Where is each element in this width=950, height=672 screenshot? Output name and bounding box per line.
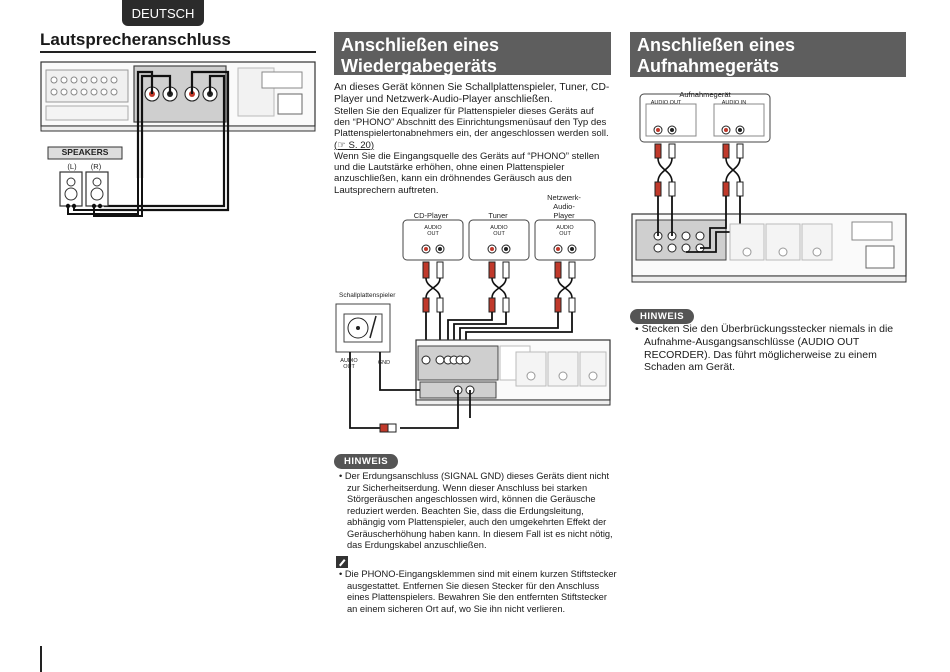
playback-title-line2: Wiedergabegeräts	[341, 56, 497, 76]
cd-audio-out-label: AUDIO OUT	[424, 225, 442, 237]
title-rule	[40, 51, 316, 53]
turntable-gnd-label: GND	[377, 360, 391, 366]
network-audio-out-label: AUDIO OUT	[556, 225, 574, 237]
recording-note-item: • Stecken Sie den Überbrückungsstecker n…	[635, 323, 894, 374]
page-reference-link[interactable]: (☞ S. 20)	[334, 139, 375, 151]
speaker-right-label: (R)	[90, 162, 102, 171]
playback-note-badge: HINWEIS	[334, 454, 399, 469]
page-edge-marker	[40, 646, 42, 672]
playback-section-title: Anschließen eines Wiedergabegeräts	[334, 32, 611, 76]
playback-tip-text: Die PHONO-Eingangsklemmen sind mit einem…	[344, 569, 617, 614]
speaker-section-title: Lautsprecheranschluss	[40, 30, 231, 49]
recorder-audio-out-label: AUDIO OUT	[650, 100, 682, 106]
playback-note-text: Der Erdungsanschluss (SIGNAL GND) dieses…	[344, 471, 613, 550]
language-tab[interactable]: DEUTSCH	[122, 0, 204, 26]
recorder-audio-in-label: AUDIO IN	[721, 100, 747, 106]
cd-player-label: CD-Player	[413, 211, 449, 220]
speaker-connection-diagram	[40, 61, 316, 217]
tuner-label: Tuner	[488, 211, 508, 220]
playback-intro: An dieses Gerät können Sie Schallplatten…	[334, 82, 610, 105]
playback-connection-diagram	[335, 219, 611, 433]
pencil-icon	[336, 556, 348, 568]
recorder-label: Aufnahmegerät	[679, 90, 731, 99]
network-player-label: Netzwerk- Audio- Player	[547, 193, 581, 220]
recording-note-badge: HINWEIS	[630, 309, 695, 324]
recording-title-line2: Aufnahmegeräts	[637, 56, 780, 76]
turntable-label: Schallplattenspieler	[339, 292, 396, 299]
playback-eq-text: Stellen Sie den Equalizer für Plattenspi…	[334, 106, 610, 151]
playback-title-line1: Anschließen eines	[341, 35, 500, 55]
playback-warning: Wenn Sie die Eingangsquelle des Geräts a…	[334, 151, 600, 196]
recording-section-title: Anschließen eines Aufnahmegeräts	[630, 32, 906, 77]
playback-tip-item: • Die PHONO-Eingangsklemmen sind mit ein…	[339, 569, 617, 614]
recording-connection-diagram	[631, 93, 907, 283]
eq-instruction: Stellen Sie den Equalizer für Plattenspi…	[334, 106, 609, 140]
recording-note-text: Stecken Sie den Überbrückungsstecker nie…	[641, 323, 894, 374]
turntable-audio-out-label: AUDIO OUT	[340, 358, 358, 370]
tuner-audio-out-label: AUDIO OUT	[490, 225, 508, 237]
recording-title-line1: Anschließen eines	[637, 35, 796, 55]
speaker-left-label: (L)	[67, 162, 77, 171]
playback-note-item: • Der Erdungsanschluss (SIGNAL GND) dies…	[339, 471, 613, 550]
speakers-label: SPEAKERS	[61, 147, 109, 157]
